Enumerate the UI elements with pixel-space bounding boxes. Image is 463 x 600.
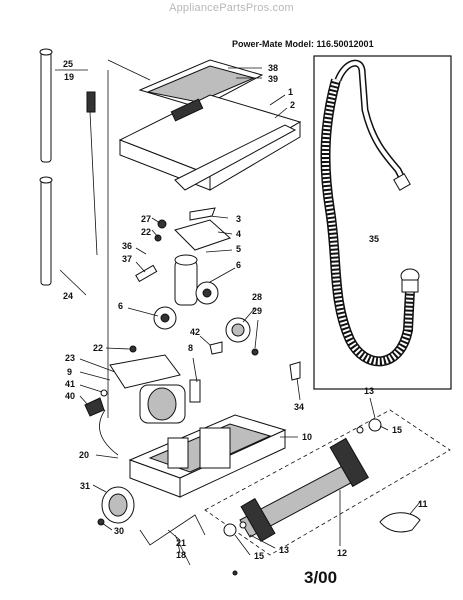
callout: 4 bbox=[236, 229, 241, 239]
callout-labels: 25 19 38 39 1 2 3 27 22 4 36 5 37 6 6 24… bbox=[63, 59, 428, 561]
callout: 31 bbox=[80, 481, 90, 491]
callout: 28 bbox=[252, 292, 262, 302]
callout: 5 bbox=[236, 244, 241, 254]
callout: 13 bbox=[279, 545, 289, 555]
callout: 11 bbox=[418, 499, 428, 509]
callout: 21 bbox=[176, 538, 186, 548]
callout: 35 bbox=[369, 234, 379, 244]
callout: 37 bbox=[122, 254, 132, 264]
callout: 9 bbox=[67, 367, 72, 377]
hose-inset-box bbox=[313, 55, 452, 390]
callout: 27 bbox=[141, 214, 151, 224]
callout: 39 bbox=[268, 74, 278, 84]
callout: 22 bbox=[93, 343, 103, 353]
motor-mount-assembly bbox=[135, 207, 231, 330]
callout: 41 bbox=[65, 379, 75, 389]
callout: 15 bbox=[392, 425, 402, 435]
callout: 13 bbox=[364, 386, 374, 396]
callout: 19 bbox=[64, 72, 74, 82]
callout: 34 bbox=[294, 402, 304, 412]
callout: 6 bbox=[118, 301, 123, 311]
callout: 30 bbox=[114, 526, 124, 536]
callout: 42 bbox=[190, 327, 200, 337]
callout: 24 bbox=[63, 291, 73, 301]
callout: 38 bbox=[268, 63, 278, 73]
motor-assembly bbox=[84, 345, 201, 456]
base-housing bbox=[128, 414, 287, 498]
callout: 12 bbox=[337, 548, 347, 558]
callout: 15 bbox=[254, 551, 264, 561]
callout: 8 bbox=[188, 343, 193, 353]
callout: 36 bbox=[122, 241, 132, 251]
callout: 22 bbox=[141, 227, 151, 237]
wand-tubes bbox=[39, 48, 98, 286]
rear-wheel-and-axle bbox=[97, 486, 206, 566]
model-label: Power-Mate Model: 116.50012001 bbox=[232, 39, 374, 49]
hose bbox=[320, 59, 420, 367]
top-cover bbox=[118, 59, 302, 191]
callout: 29 bbox=[252, 306, 262, 316]
callout: 1 bbox=[288, 87, 293, 97]
callout: 25 bbox=[63, 59, 73, 69]
callout: 3 bbox=[236, 214, 241, 224]
brushroll-assembly bbox=[204, 409, 451, 576]
callout: 18 bbox=[176, 550, 186, 560]
callout: 2 bbox=[290, 100, 295, 110]
watermark: AppliancePartsPros.com bbox=[169, 2, 294, 14]
callout: 40 bbox=[65, 391, 75, 401]
pulley-and-clips bbox=[209, 317, 301, 381]
callout: 23 bbox=[65, 353, 75, 363]
leader-lines bbox=[55, 59, 421, 556]
callout: 20 bbox=[79, 450, 89, 460]
date-code: 3/00 bbox=[304, 568, 338, 587]
callout: 6 bbox=[236, 260, 241, 270]
callout: 10 bbox=[302, 432, 312, 442]
